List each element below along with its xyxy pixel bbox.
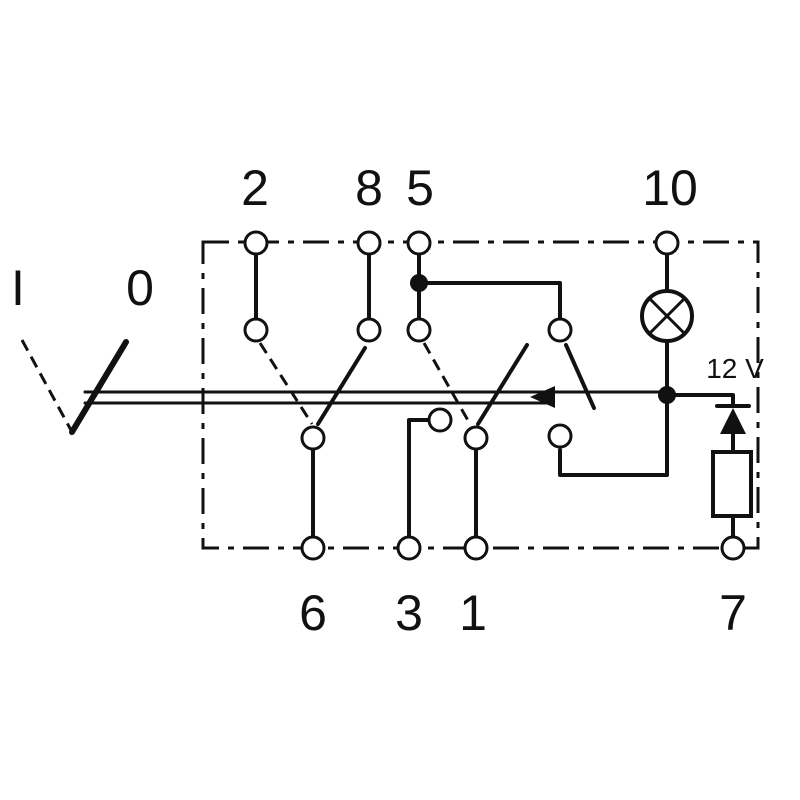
diode-icon xyxy=(720,408,746,434)
pin-label-2: 2 xyxy=(241,160,269,216)
pin-label-10: 10 xyxy=(642,160,698,216)
terminal-7 xyxy=(720,535,746,561)
terminal-8 xyxy=(356,230,382,256)
junction-dot-10 xyxy=(658,386,676,404)
terminal-1 xyxy=(463,535,489,561)
resistor-icon xyxy=(711,450,753,518)
pin-label-6: 6 xyxy=(299,585,327,641)
pin-label-7: 7 xyxy=(719,585,747,641)
diode-resistor-branch xyxy=(665,393,753,538)
actuator-rod xyxy=(83,390,667,405)
terminal-5 xyxy=(406,230,432,256)
position-label-on: I xyxy=(11,260,25,316)
arrow-head-icon xyxy=(530,386,555,408)
contact-set-left xyxy=(254,253,371,538)
terminals-bottom xyxy=(300,535,746,561)
internal-contacts xyxy=(243,317,573,451)
pin-label-8: 8 xyxy=(355,160,383,216)
contact-set-right xyxy=(417,281,669,477)
terminal-6 xyxy=(300,535,326,561)
contact-set-middle xyxy=(407,253,529,538)
position-label-off: 0 xyxy=(126,260,154,316)
terminal-10 xyxy=(654,230,680,256)
lamp-circuit xyxy=(640,253,694,397)
terminal-2 xyxy=(243,230,269,256)
junction-dot-5 xyxy=(410,274,428,292)
voltage-label: 12 V xyxy=(706,353,764,384)
pin-label-5: 5 xyxy=(406,160,434,216)
pin-label-1: 1 xyxy=(459,585,487,641)
pin-label-3: 3 xyxy=(395,585,423,641)
terminals-top xyxy=(243,230,680,256)
terminal-3 xyxy=(396,535,422,561)
rocker-lever xyxy=(20,339,129,435)
